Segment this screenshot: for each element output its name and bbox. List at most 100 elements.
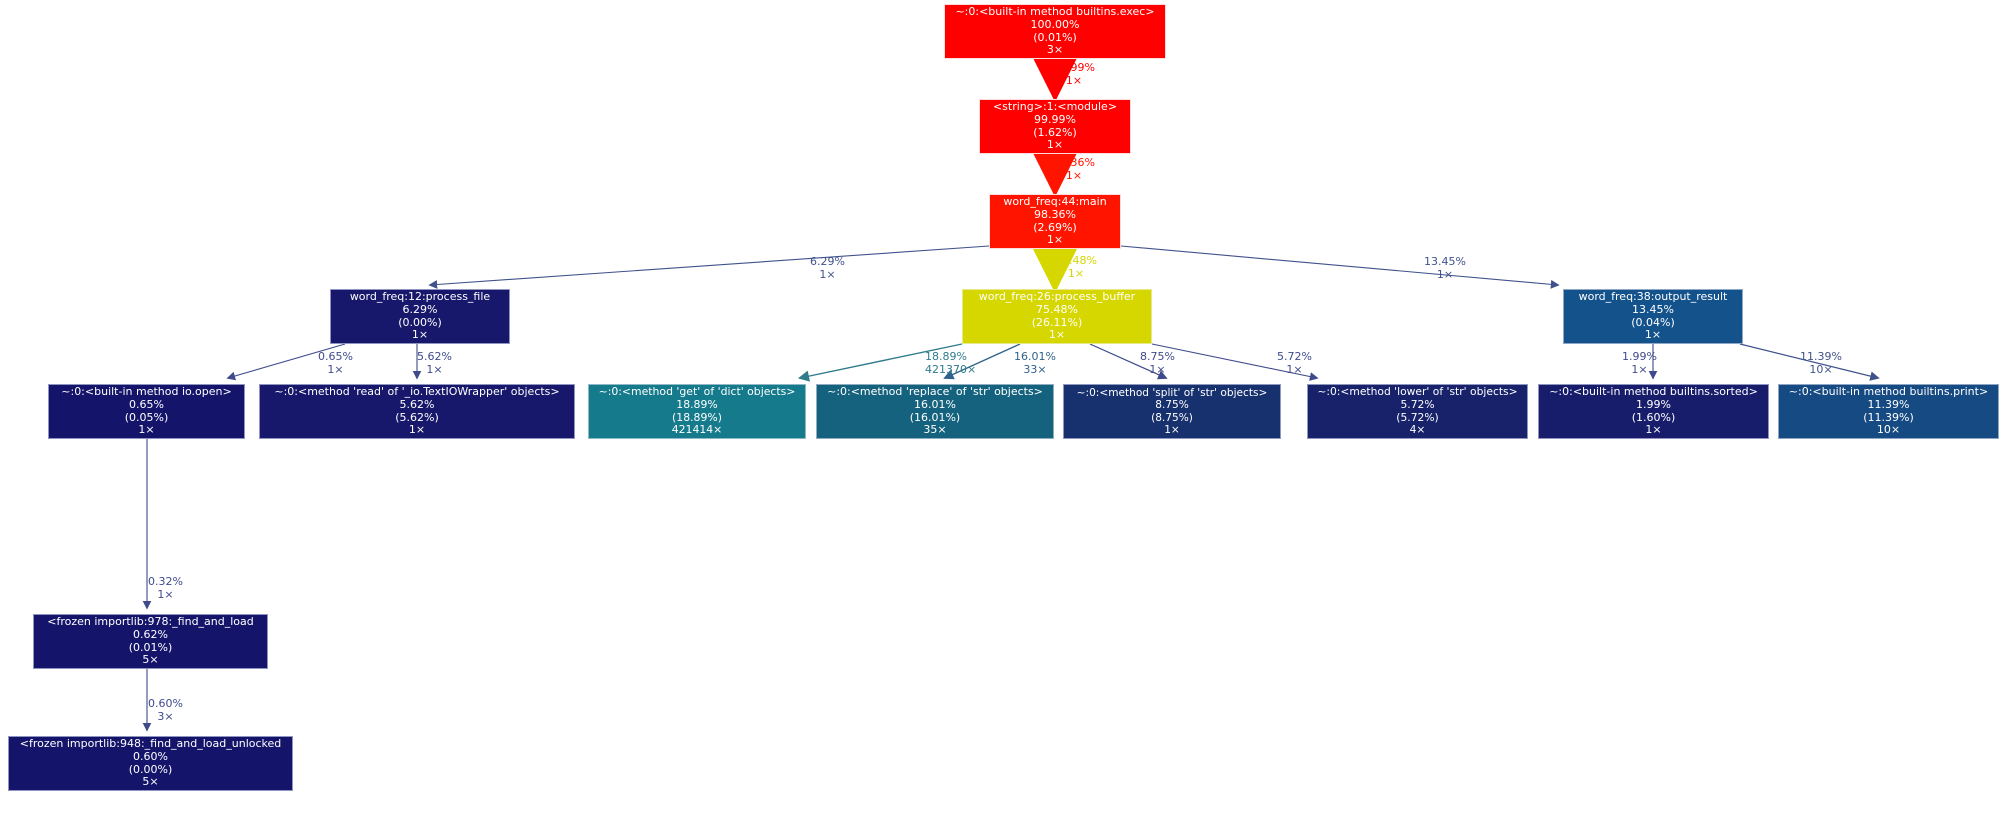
node-call-count: 3×: [1046, 43, 1064, 57]
edge-call-count: 1×: [1065, 73, 1083, 87]
node-call-count: 1×: [408, 423, 426, 437]
node-process-file[interactable]: word_freq:12:process_file 6.29% (0.00%) …: [330, 289, 510, 344]
node-total-percent: 18.89%: [676, 397, 718, 411]
edge-call-count: 1×: [1631, 362, 1648, 376]
edge-label-find-and-load-unlocked: 0.60% 3×: [148, 697, 183, 723]
node-self-percent: (0.01%): [128, 640, 173, 654]
node-label: ~:0:<method 'replace' of 'str' objects>: [827, 384, 1043, 398]
edge-label-output-result-sorted: 1.99% 1×: [1622, 350, 1657, 376]
node-module[interactable]: <string>:1:<module> 99.99% (1.62%) 1×: [979, 99, 1131, 154]
edge-percent: 11.39%: [1800, 350, 1842, 363]
edge-percent: 1.99%: [1622, 350, 1657, 363]
node-label: word_freq:44:main: [1003, 194, 1107, 208]
node-find-and-load-unlocked[interactable]: <frozen importlib:948:_find_and_load_unl…: [8, 736, 293, 791]
node-call-count: 10×: [1876, 423, 1901, 437]
node-io-open[interactable]: ~:0:<built-in method io.open> 0.65% (0.0…: [48, 384, 245, 439]
edge-label-output-result-print: 11.39% 10×: [1800, 350, 1842, 376]
edge-label-process-file-io-open: 0.65% 1×: [318, 350, 353, 376]
edge-call-count: 1×: [819, 267, 836, 281]
edge-main-to-output-result: [1120, 245, 1560, 289]
node-self-percent: (26.11%): [1031, 315, 1083, 329]
node-self-percent: (8.75%): [1151, 411, 1193, 424]
node-str-replace[interactable]: ~:0:<method 'replace' of 'str' objects> …: [816, 384, 1054, 439]
node-call-count: 1×: [1046, 233, 1064, 247]
node-label: <string>:1:<module>: [992, 99, 1118, 113]
edge-percent: 0.32%: [148, 575, 183, 588]
node-total-percent: 11.39%: [1867, 397, 1910, 411]
edge-call-count: 1×: [1436, 267, 1454, 281]
edge-label-process-buffer-str-replace: 16.01% 33×: [1014, 350, 1056, 376]
node-sorted[interactable]: ~:0:<built-in method builtins.sorted> 1.…: [1538, 384, 1769, 439]
edge-call-count: 421370×: [925, 362, 977, 376]
node-call-count: 1×: [1164, 423, 1180, 436]
edge-percent: 98.36%: [1053, 156, 1095, 169]
node-total-percent: 13.45%: [1632, 302, 1674, 316]
node-call-count: 35×: [923, 423, 947, 437]
node-self-percent: (11.39%): [1863, 410, 1914, 424]
node-call-count: 5×: [142, 775, 159, 789]
node-label: <frozen importlib:948:_find_and_load_unl…: [19, 736, 282, 750]
edge-label-process-buffer-str-lower: 5.72% 1×: [1277, 350, 1312, 376]
edge-label-main-process-buffer: 75.48% 1×: [1055, 254, 1097, 280]
edge-percent: 18.89%: [925, 350, 967, 363]
node-call-count: 1×: [1046, 138, 1064, 152]
node-total-percent: 0.60%: [133, 749, 168, 763]
node-call-count: 421414×: [671, 423, 723, 437]
node-call-count: 1×: [138, 423, 155, 437]
node-self-percent: (18.89%): [672, 410, 722, 424]
edge-call-count: 1×: [1067, 266, 1085, 280]
node-str-lower[interactable]: ~:0:<method 'lower' of 'str' objects> 5.…: [1307, 384, 1528, 439]
edge-percent: 0.65%: [318, 350, 353, 363]
node-print[interactable]: ~:0:<built-in method builtins.print> 11.…: [1778, 384, 1999, 439]
node-total-percent: 5.62%: [399, 397, 435, 411]
node-output-result[interactable]: word_freq:38:output_result 13.45% (0.04%…: [1563, 289, 1743, 344]
edge-label-process-buffer-dict-get: 18.89% 421370×: [925, 350, 977, 376]
node-dict-get[interactable]: ~:0:<method 'get' of 'dict' objects> 18.…: [588, 384, 806, 439]
edge-percent: 5.72%: [1277, 350, 1312, 363]
node-label: ~:0:<method 'split' of 'str' objects>: [1076, 386, 1268, 399]
node-total-percent: 98.36%: [1034, 207, 1076, 221]
edge-call-count: 33×: [1023, 362, 1047, 376]
node-self-percent: (16.01%): [909, 410, 961, 424]
edge-call-count: 1×: [1286, 362, 1303, 376]
node-label: ~:0:<method 'lower' of 'str' objects>: [1317, 385, 1518, 399]
node-call-count: 1×: [411, 328, 429, 342]
node-call-count: 1×: [1644, 328, 1662, 342]
node-total-percent: 5.72%: [1400, 397, 1435, 411]
node-label: ~:0:<built-in method builtins.sorted>: [1549, 384, 1758, 398]
node-process-buffer[interactable]: word_freq:26:process_buffer 75.48% (26.1…: [962, 289, 1152, 344]
edge-label-process-file-read: 5.62% 1×: [417, 350, 452, 376]
node-str-split[interactable]: ~:0:<method 'split' of 'str' objects> 8.…: [1063, 384, 1281, 439]
edge-label-module-main: 98.36% 1×: [1053, 156, 1095, 182]
edge-label-main-output-result: 13.45% 1×: [1424, 255, 1466, 281]
edge-percent: 5.62%: [417, 350, 452, 363]
edge-percent: 75.48%: [1055, 254, 1097, 267]
node-total-percent: 75.48%: [1036, 302, 1078, 316]
node-label: ~:0:<built-in method io.open>: [61, 384, 232, 398]
edge-call-count: 1×: [426, 362, 443, 376]
edge-call-count: 1×: [157, 587, 174, 601]
edge-label-main-process-file: 6.29% 1×: [810, 255, 845, 281]
node-label: word_freq:38:output_result: [1578, 289, 1728, 303]
node-exec[interactable]: ~:0:<built-in method builtins.exec> 100.…: [944, 4, 1166, 59]
node-total-percent: 100.00%: [1030, 17, 1080, 31]
node-call-count: 4×: [1409, 423, 1426, 437]
edge-label-process-buffer-str-split: 8.75% 1×: [1140, 350, 1175, 376]
edge-call-count: 1×: [1149, 362, 1166, 376]
edge-percent: 6.29%: [810, 255, 845, 268]
edge-label-exec-module: 99.99% 1×: [1053, 61, 1095, 87]
node-textiowrapper-read[interactable]: ~:0:<method 'read' of '_io.TextIOWrapper…: [259, 384, 575, 439]
node-total-percent: 0.65%: [129, 397, 164, 411]
node-self-percent: (0.01%): [1033, 30, 1077, 44]
node-find-and-load[interactable]: <frozen importlib:978:_find_and_load 0.6…: [33, 614, 268, 669]
edge-percent: 99.99%: [1053, 61, 1095, 74]
node-call-count: 1×: [1645, 423, 1662, 437]
node-self-percent: (0.00%): [398, 315, 442, 329]
node-self-percent: (0.05%): [124, 410, 169, 424]
node-main[interactable]: word_freq:44:main 98.36% (2.69%) 1×: [989, 194, 1121, 249]
node-label: ~:0:<method 'get' of 'dict' objects>: [598, 385, 796, 399]
node-total-percent: 99.99%: [1034, 112, 1076, 126]
node-label: ~:0:<built-in method builtins.exec>: [955, 4, 1155, 18]
edge-percent: 8.75%: [1140, 350, 1175, 363]
